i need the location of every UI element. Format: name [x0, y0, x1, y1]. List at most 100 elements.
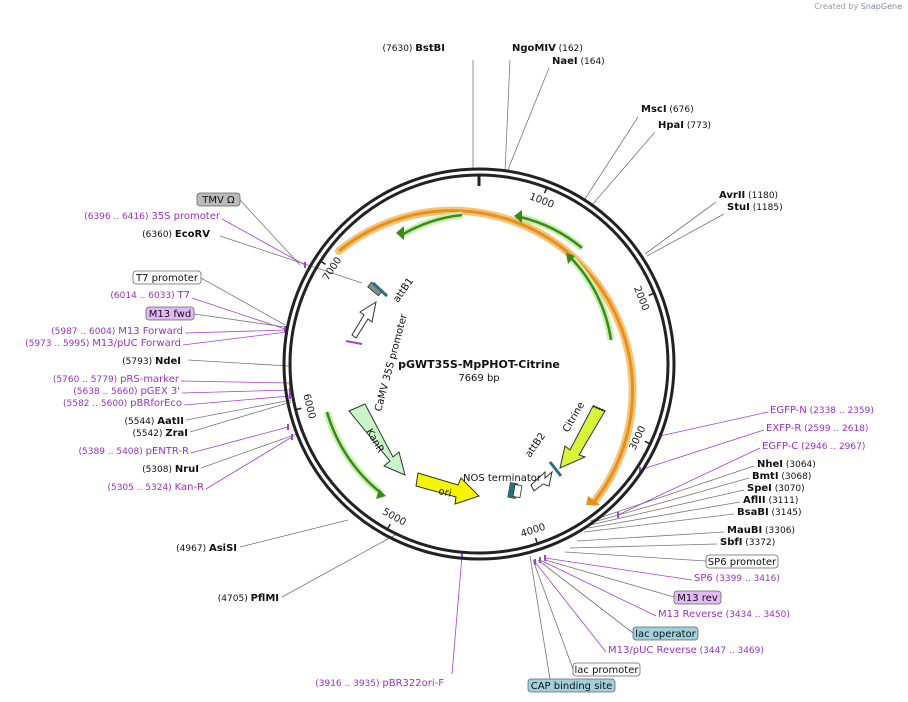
green-arrow-right-upper-line — [519, 215, 583, 249]
camv35s-arrow — [351, 300, 377, 339]
citrine-arrow — [559, 405, 606, 469]
leader-kan-r — [205, 436, 293, 490]
orange-band-outline — [335, 206, 637, 506]
enzyme-zrai: (5542) ZraI — [133, 428, 188, 439]
backbone — [282, 167, 676, 561]
enzyme-ngomiv: NgoMIV (162) — [512, 43, 583, 54]
primer-m13-puc-forward: (5973 .. 5995) M13/pUC Forward — [25, 338, 181, 349]
leader-tmv — [239, 199, 301, 266]
enzyme-bsabi: BsaBI (3145) — [737, 507, 801, 518]
green-arrow-top-head — [396, 226, 404, 240]
primer-exfp-r: EXFP-R (2599 .. 2618) — [766, 423, 868, 434]
box-label-t7-promoter: T7 promoter — [135, 273, 199, 284]
leader-pbr322ori-f — [451, 555, 463, 675]
enzyme-naei: NaeI (164) — [552, 56, 605, 67]
enzyme-stui: StuI (1185) — [727, 202, 783, 213]
enzyme-aflii: AflII (3111) — [743, 495, 798, 506]
leader-t7-promoter — [200, 277, 286, 326]
inner-features: attB1 CaMV 35S promoter KanR ori Citrine… — [345, 276, 606, 505]
primer-m13-puc-reverse: M13/pUC Reverse (3447 .. 3469) — [608, 645, 764, 656]
box-tmv — [196, 192, 241, 207]
attb1-teal-mark — [371, 281, 389, 298]
enzyme-msci: MscI (676) — [641, 104, 694, 115]
leader-m13-puc-reverse — [534, 561, 607, 653]
leader-nrui — [200, 433, 298, 469]
ori-arrow — [415, 472, 480, 505]
box-label-lac-operator: lac operator — [635, 629, 696, 640]
leader-maubi — [576, 531, 725, 542]
leader-m13-puc-forward — [182, 331, 288, 346]
leader-naei — [506, 67, 550, 173]
nos-label: NOS terminator — [463, 473, 542, 484]
citrine-dashes — [592, 405, 606, 412]
nos-marker-box — [512, 484, 523, 499]
watermark-prefix: Created by — [814, 2, 859, 11]
primer-35s-promoter: (6396 .. 6416) 35S promoter — [84, 211, 221, 222]
attb1-label: attB1 — [391, 276, 416, 305]
tick-label-2000: 2000 — [631, 285, 651, 313]
tick-7000 — [319, 259, 326, 265]
leader-ndei — [187, 359, 290, 367]
plasmid-size: 7669 bp — [458, 373, 499, 384]
enzyme-bstbi: (7630) BstBI — [383, 43, 446, 54]
leader-zrai — [189, 401, 292, 433]
leader-pbrforeco — [183, 395, 291, 406]
tick-5000 — [386, 523, 391, 531]
box-label-m13-rev: M13 rev — [677, 593, 718, 604]
leader-bmti — [589, 477, 750, 524]
primer-m13-forward: (5987 .. 6004) M13 Forward — [51, 326, 183, 337]
primer-egfp-n: EGFP-N (2338 .. 2359) — [770, 405, 874, 416]
leader-msci — [584, 116, 639, 200]
leader-spei — [589, 489, 745, 526]
enzyme-pflmi: (4705) PflMI — [218, 593, 279, 604]
leader-m13-fwd — [193, 313, 286, 328]
enzyme-nhei: NheI (3064) — [757, 459, 816, 470]
green-arrow-left-head — [376, 489, 386, 499]
tick-label-6000: 6000 — [300, 393, 317, 420]
box-sp6-promoter — [705, 554, 779, 569]
kanr-arrow — [348, 403, 406, 476]
tick-label-1000: 1000 — [528, 191, 556, 210]
primer-t7: (6014 .. 6033) T7 — [110, 290, 190, 301]
green-arrow-right-lower-line — [570, 257, 613, 341]
leader-m13-reverse — [539, 559, 657, 617]
primer-pbr322ori-f: (3916 .. 3935) pBR322ori-F — [315, 678, 444, 689]
leader-pgex-3 — [181, 389, 291, 394]
snapgene-logo: SnapGene — [860, 2, 902, 11]
leader-cap-binding-site — [529, 555, 551, 680]
green-arrow-top-line — [399, 213, 463, 238]
green-arrow-left-line — [325, 411, 382, 494]
tick-6000 — [294, 407, 302, 411]
purple-mark-left — [345, 340, 363, 345]
primer-pgex-3: (5638 .. 5660) pGEX 3' — [73, 386, 180, 397]
enzyme-ndei: (5793) NdeI — [122, 356, 181, 367]
primer-pentr-r: (5389 .. 5408) pENTR-R — [79, 446, 190, 457]
enzyme-aatii: (5544) AatII — [124, 416, 184, 427]
enzyme-asisi: (4967) AsiSI — [176, 543, 237, 554]
enzyme-ecorv: (6360) EcoRV — [142, 229, 210, 240]
box-m13-fwd — [145, 306, 195, 321]
leader-aflii — [587, 501, 741, 529]
tick-label-5000: 5000 — [380, 507, 408, 529]
leader-35s-promoter — [221, 218, 306, 266]
orange-band-arrowhead — [586, 496, 600, 505]
primer-prs-marker: (5760 .. 5779) pRS-marker — [53, 374, 180, 385]
primer-m13-reverse: M13 Reverse (3434 .. 3450) — [658, 609, 790, 620]
leader-sp6 — [544, 557, 693, 581]
box-label-m13-fwd: M13 fwd — [149, 309, 191, 320]
leader-bsabi — [583, 513, 735, 533]
leader-sp6-promoter — [564, 551, 707, 562]
green-arrow-right-lower-head — [566, 253, 575, 264]
leader-lines — [180, 59, 769, 680]
enzyme-nrui: (5308) NruI — [142, 464, 199, 475]
tick-label-4000: 4000 — [519, 522, 547, 540]
leader-aatii — [185, 399, 292, 421]
attb2-arrow — [530, 470, 553, 492]
box-label-tmv: TMV Ω — [201, 195, 235, 206]
primer-kan-r: (5305 .. 5324) Kan-R — [107, 482, 204, 493]
backbone-inner-ring — [288, 173, 670, 555]
leader-asisi — [239, 519, 349, 548]
box-m13-rev — [673, 590, 722, 605]
leader-lac-promoter — [532, 559, 574, 670]
